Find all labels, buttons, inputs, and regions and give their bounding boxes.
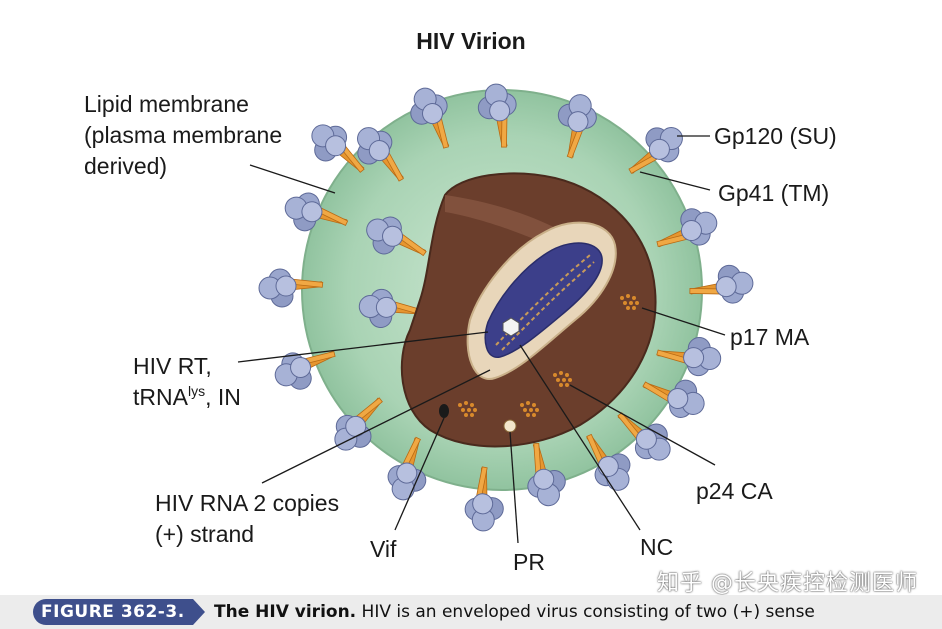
label-hiv-rt: HIV RT, tRNAlys, IN <box>133 353 241 410</box>
label-p17-ma: p17 MA <box>730 324 810 350</box>
label-pr: PR <box>513 549 545 575</box>
figure-number-tag: FIGURE 362-3. <box>33 599 205 625</box>
hiv-virion-diagram <box>237 81 756 544</box>
caption-text: The HIV virion. HIV is an enveloped viru… <box>214 602 815 622</box>
watermark: 知乎 @长央疾控检测医师 <box>657 571 918 596</box>
label-gp41: Gp41 (TM) <box>718 180 830 206</box>
label-gp120: Gp120 (SU) <box>714 123 837 149</box>
capsid <box>400 172 657 448</box>
label-lipid-membrane: Lipid membrane (plasma membrane derived) <box>84 91 283 179</box>
label-hiv-rna: HIV RNA 2 copies (+) strand <box>155 490 340 547</box>
leader-lines <box>237 135 726 544</box>
label-nc: NC <box>640 534 674 560</box>
diagram-title: HIV Virion <box>416 28 526 54</box>
label-vif: Vif <box>370 536 397 562</box>
label-p24-ca: p24 CA <box>696 478 773 504</box>
figure-caption: FIGURE 362-3. The HIV virion. HIV is an … <box>0 595 942 629</box>
